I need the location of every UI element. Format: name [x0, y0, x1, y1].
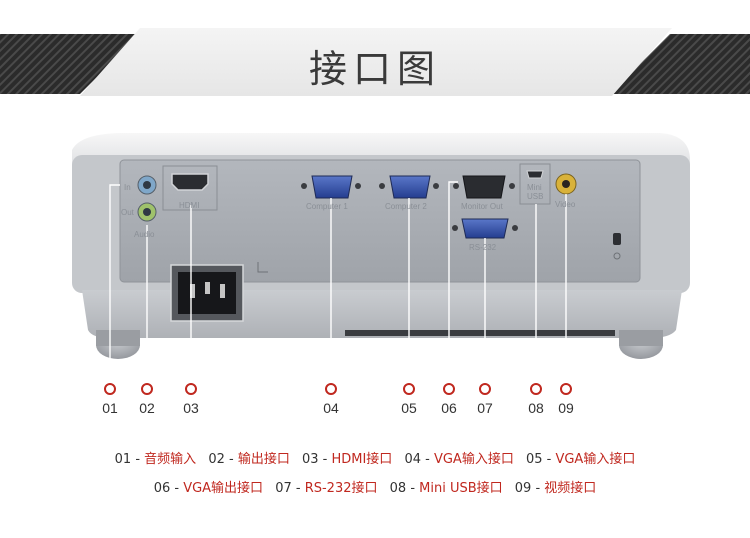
label-out: Out [121, 208, 134, 217]
power-pin-left [190, 284, 195, 298]
io-panel [119, 159, 641, 283]
label-in: In [124, 183, 131, 192]
label-video: Video [555, 200, 576, 209]
rs232-screw-left [452, 225, 458, 231]
callout-markers [104, 383, 572, 395]
label-audio: Audio [134, 230, 155, 239]
callout-line-01 [109, 184, 120, 384]
legend-item-08: 08 - Mini USB接口 [389, 481, 503, 496]
legend-item-02: 02 - 输出接口 [208, 452, 290, 467]
callout-number-01: 01 [102, 400, 118, 416]
audio-out-jack-hole [143, 208, 151, 216]
rs232-port [461, 218, 509, 239]
monitor-out-screw-right [509, 183, 515, 189]
video-jack-hole [562, 180, 570, 188]
legend-item-03: 03 - HDMI接口 [301, 452, 393, 467]
callout-lines [109, 181, 567, 384]
lock-slot [613, 233, 621, 245]
hdmi-port [171, 173, 209, 191]
mini-usb-port [526, 170, 544, 179]
callout-marker-07 [479, 383, 491, 395]
callout-number-04: 04 [323, 400, 339, 416]
banner-background [0, 28, 750, 96]
callout-marker-05 [403, 383, 415, 395]
callout-number-06: 06 [441, 400, 457, 416]
callout-marker-06 [443, 383, 455, 395]
label-usb: USB [527, 192, 544, 201]
vga2-screw-right [433, 183, 439, 189]
vga2-screw-left [379, 183, 385, 189]
vga2-port [389, 175, 431, 199]
legend-item-01: 01 - 音频输入 [114, 452, 197, 467]
legend-row-2: 06 - VGA输出接口 07 - RS-232接口 08 - Mini USB… [0, 477, 750, 496]
label-monitor-out: Monitor Out [461, 202, 503, 211]
power-corner-mark [257, 262, 268, 273]
callout-marker-04 [325, 383, 337, 395]
legend-item-09: 09 - 视频接口 [514, 481, 597, 496]
legend-row-1: 01 - 音频输入 02 - 输出接口 03 - HDMI接口 04 - VGA… [0, 448, 750, 467]
label-hdmi: HDMI [179, 201, 200, 210]
callout-marker-01 [104, 383, 116, 395]
callout-marker-02 [141, 383, 153, 395]
vga1-port [311, 175, 353, 199]
label-rs232: RS-232 [469, 243, 497, 252]
power-pin-center [205, 282, 210, 294]
right-foot-body [619, 330, 663, 346]
bottom-slot [345, 330, 615, 336]
callout-number-05: 05 [401, 400, 417, 416]
legend-item-05: 05 - VGA输入接口 [525, 452, 636, 467]
label-computer-1: Computer 1 [306, 202, 348, 211]
callout-number-09: 09 [558, 400, 574, 416]
label-computer-2: Computer 2 [385, 202, 427, 211]
power-pin-right [220, 284, 225, 298]
callout-number-02: 02 [139, 400, 155, 416]
vga1-screw-left [301, 183, 307, 189]
lock-icon [613, 252, 621, 260]
monitor-out-port [462, 175, 506, 199]
callout-line-06 [448, 181, 458, 384]
callout-marker-08 [530, 383, 542, 395]
legend-item-07: 07 - RS-232接口 [275, 481, 378, 496]
rs232-screw-right [512, 225, 518, 231]
callout-number-07: 07 [477, 400, 493, 416]
mini-usb-frame [519, 163, 551, 205]
callout-marker-03 [185, 383, 197, 395]
label-mini: Mini [527, 183, 542, 192]
page-title: 接口图 [308, 47, 441, 91]
callout-marker-09 [560, 383, 572, 395]
monitor-out-screw-left [453, 183, 459, 189]
title-banner: 接口图 [0, 24, 750, 96]
audio-in-jack-hole [143, 181, 151, 189]
vga1-screw-right [355, 183, 361, 189]
hdmi-frame [162, 165, 218, 211]
legend-item-06: 06 - VGA输出接口 [153, 481, 264, 496]
left-foot-body [96, 330, 140, 346]
legend-item-04: 04 - VGA输入接口 [404, 452, 514, 467]
callout-number-03: 03 [183, 400, 199, 416]
callout-number-08: 08 [528, 400, 544, 416]
